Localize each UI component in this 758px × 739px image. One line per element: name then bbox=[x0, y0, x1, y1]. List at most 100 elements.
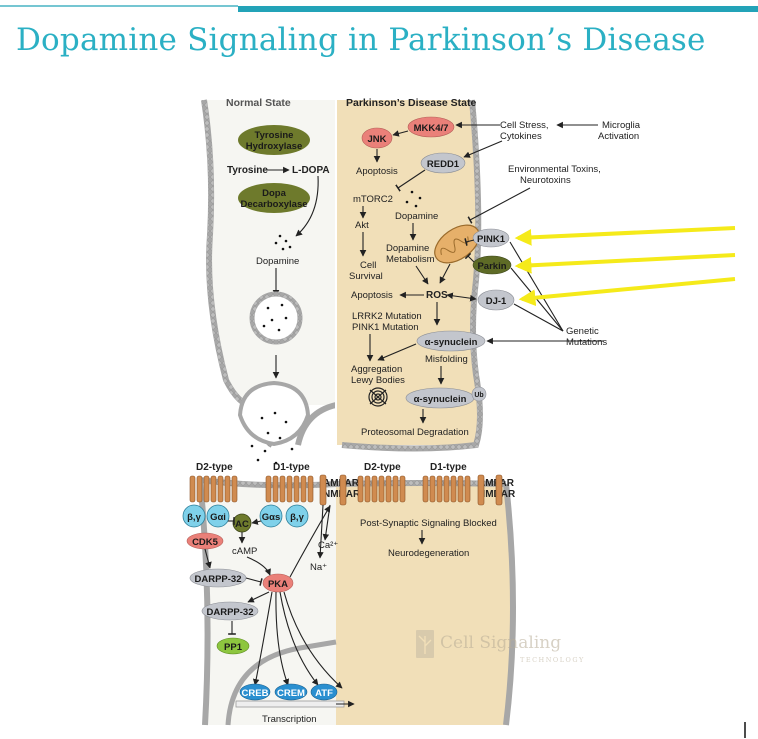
neurodegeneration-label: Neurodegeneration bbox=[388, 548, 469, 559]
ros-label: ROS bbox=[426, 290, 448, 301]
jnk-node bbox=[361, 127, 393, 149]
transcription-label: Transcription bbox=[262, 714, 317, 725]
d1-receptor-normal bbox=[265, 475, 314, 503]
creb-node bbox=[239, 683, 271, 701]
beta-gamma-label-1: β,γ bbox=[187, 512, 201, 523]
dopamine-metabolism-label-2: Metabolism bbox=[386, 254, 435, 265]
ubiquitin-node bbox=[471, 386, 487, 402]
pka-node bbox=[262, 573, 294, 593]
camp-label: cAMP bbox=[232, 546, 257, 557]
redd1-node bbox=[420, 152, 466, 174]
darpp32-label-1: DARPP-32 bbox=[195, 574, 242, 585]
beta-gamma-node-2 bbox=[285, 504, 309, 528]
apoptosis-label-1: Apoptosis bbox=[356, 166, 398, 177]
annotation-arrows bbox=[514, 226, 736, 307]
d1-type-label-pd: D1-type bbox=[430, 462, 467, 473]
nucleus-envelope bbox=[225, 639, 337, 726]
aggregation-label-1: Aggregation bbox=[351, 364, 402, 375]
postsynaptic-membrane-right bbox=[503, 483, 516, 726]
pd-dopamine-dots bbox=[405, 190, 422, 208]
lrrk2-label-1: LRRK2 Mutation bbox=[352, 311, 422, 322]
dopamine-label-pd: Dopamine bbox=[395, 211, 438, 222]
postsynaptic-normal-cytoplasm bbox=[200, 480, 336, 725]
akt-label: Akt bbox=[355, 220, 369, 231]
beta-gamma-node-1 bbox=[182, 504, 206, 528]
watermark-sub: TECHNOLOGY bbox=[520, 656, 585, 664]
alpha-synuclein-node bbox=[416, 330, 486, 352]
env-toxins-label-1: Environmental Toxins, bbox=[508, 164, 601, 175]
genetic-label-2: Mutations bbox=[566, 337, 607, 348]
tyrosine-hydroxylase-label-2: Hydroxylase bbox=[246, 141, 303, 152]
cell-stress-label-2: Cytokines bbox=[500, 131, 542, 142]
mkk47-node bbox=[407, 116, 455, 138]
top-rule-thick bbox=[238, 6, 758, 12]
signaling-blocked-label: Post-Synaptic Signaling Blocked bbox=[360, 518, 497, 529]
presynaptic-normal-cytoplasm bbox=[204, 100, 336, 406]
l-dopa-label: L-DOPA bbox=[292, 165, 330, 176]
lewy-body-icon bbox=[368, 387, 388, 407]
pink1-node bbox=[472, 228, 510, 248]
redd1-label: REDD1 bbox=[427, 159, 460, 170]
g-alpha-i-node bbox=[206, 504, 230, 528]
pink1-annotation-arrow bbox=[514, 226, 736, 246]
cell-survival-label-2: Survival bbox=[349, 271, 383, 282]
dopa-decarboxylase-label-2: Decarboxylase bbox=[240, 199, 307, 210]
ubiquitin-label: Ub bbox=[474, 392, 483, 399]
atf-label: ATF bbox=[315, 688, 333, 699]
alpha-synuclein-ub-label: α-synuclein bbox=[414, 394, 467, 405]
d2-receptor-pd bbox=[357, 475, 406, 503]
mkk47-label: MKK4/7 bbox=[414, 123, 449, 134]
g-alpha-s-node bbox=[259, 504, 283, 528]
ampar-channel-pd bbox=[477, 474, 503, 506]
dopa-decarboxylase-node bbox=[238, 183, 310, 213]
jnk-label: JNK bbox=[367, 134, 386, 145]
dopamine-dots bbox=[274, 234, 292, 251]
dopamine-metabolism-label-1: Dopamine bbox=[386, 243, 429, 254]
ac-label: AC bbox=[235, 519, 249, 530]
pink1-label: PINK1 bbox=[477, 234, 506, 245]
slide-title: Dopamine Signaling in Parkinson’s Diseas… bbox=[16, 22, 706, 58]
apoptosis-label-2: Apoptosis bbox=[351, 290, 393, 301]
ampar-channel-normal bbox=[319, 474, 347, 506]
dj1-annotation-arrow bbox=[518, 277, 736, 307]
pp1-node bbox=[216, 637, 250, 655]
sodium-label: Na⁺ bbox=[310, 562, 327, 573]
tyrosine-hydroxylase-label-1: Tyrosine bbox=[255, 130, 294, 141]
cell-signaling-watermark: Cell Signaling TECHNOLOGY bbox=[416, 630, 585, 664]
cdk5-label: CDK5 bbox=[192, 537, 219, 548]
crem-label: CREM bbox=[277, 688, 305, 699]
watermark-name: Cell Signaling bbox=[440, 633, 561, 653]
synaptic-vesicle bbox=[249, 291, 303, 345]
tyrosine-label: Tyrosine bbox=[227, 165, 268, 176]
dopamine-label-normal: Dopamine bbox=[256, 256, 299, 267]
dopa-decarboxylase-label-1: Dopa bbox=[262, 188, 286, 199]
darpp32-label-2: DARPP-32 bbox=[207, 607, 254, 618]
d2-type-label-normal: D2-type bbox=[196, 462, 233, 473]
aggregation-label-2: Lewy Bodies bbox=[351, 375, 405, 386]
misfolding-label: Misfolding bbox=[425, 354, 468, 365]
genetic-label-1: Genetic bbox=[566, 326, 599, 337]
darpp32-node-2 bbox=[201, 601, 259, 621]
d1-type-label-normal: D1-type bbox=[273, 462, 310, 473]
crem-node bbox=[274, 683, 308, 701]
alpha-synuclein-label: α-synuclein bbox=[425, 337, 478, 348]
parkin-label: Parkin bbox=[477, 261, 506, 272]
lrrk2-label-2: PINK1 Mutation bbox=[352, 322, 419, 333]
normal-state-header: Normal State bbox=[226, 97, 291, 109]
parkin-annotation-arrow bbox=[514, 253, 736, 274]
g-alpha-s-label: Gαs bbox=[262, 512, 281, 523]
released-dopamine-dots bbox=[250, 411, 294, 465]
mtorc2-label: mTORC2 bbox=[353, 194, 393, 205]
dj1-label: DJ-1 bbox=[486, 296, 507, 307]
pd-state-header: Parkinson’s Disease State bbox=[346, 97, 477, 109]
calcium-label: Ca²⁺ bbox=[318, 540, 338, 551]
parkin-node bbox=[472, 255, 512, 275]
beta-gamma-label-2: β,γ bbox=[290, 512, 304, 523]
pka-label: PKA bbox=[268, 579, 288, 590]
g-alpha-i-label: Gαi bbox=[210, 512, 226, 523]
postsynaptic-pd-cytoplasm bbox=[336, 483, 513, 725]
d1-receptor-pd bbox=[422, 475, 471, 503]
atf-node bbox=[310, 683, 338, 701]
microglia-label-2: Activation bbox=[598, 131, 639, 142]
